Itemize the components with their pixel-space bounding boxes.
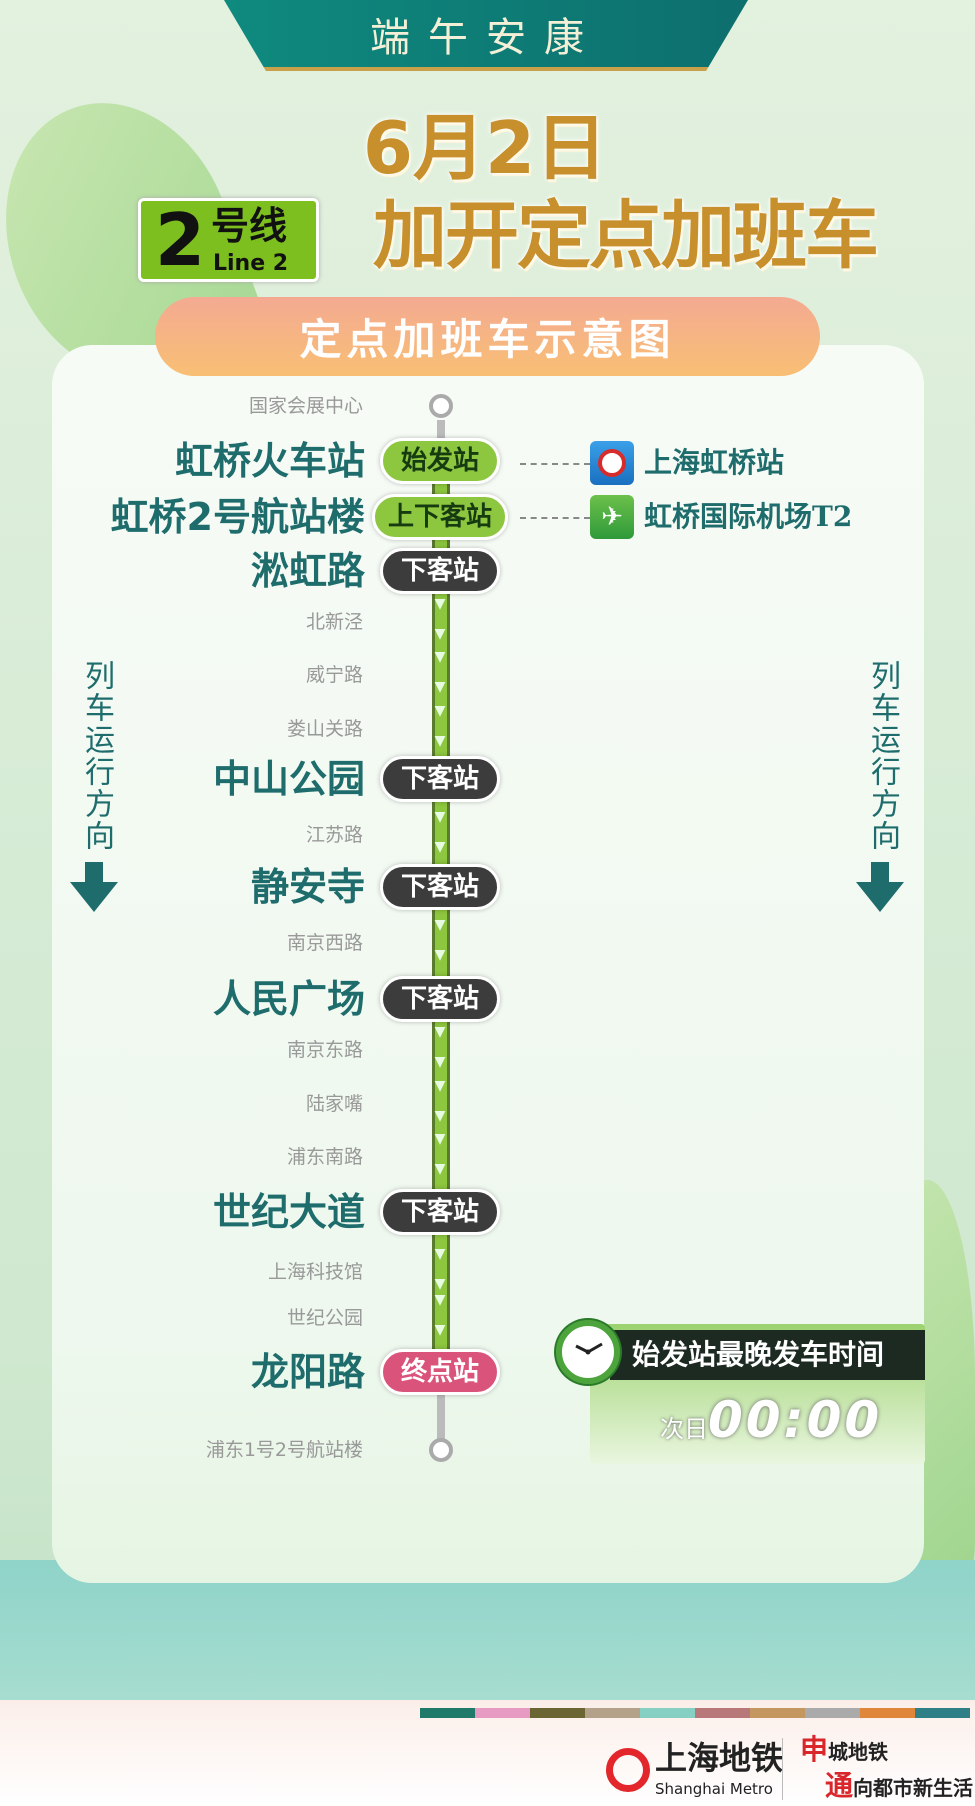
station-tag-drop: 下客站 xyxy=(380,976,500,1022)
direction-label: 列车运行方向 xyxy=(865,660,900,852)
transfer-connector xyxy=(520,517,590,519)
line-color-stripe xyxy=(805,1708,860,1718)
station-name: 世纪公园 xyxy=(286,1307,363,1329)
direction-chevron-icon: ▼ xyxy=(434,1054,446,1070)
line-color-stripe xyxy=(640,1708,695,1718)
transfer-connector xyxy=(520,463,590,465)
station-name: 静安寺 xyxy=(250,865,365,909)
station-name: 浦东南路 xyxy=(286,1146,363,1168)
slogan-mark: 通 xyxy=(825,1769,854,1802)
direction-chevron-icon: ▼ xyxy=(434,679,446,695)
down-arrow-icon xyxy=(70,882,118,912)
next-day-label: 次日 xyxy=(660,1415,708,1443)
direction-chevron-icon: ▼ xyxy=(434,1024,446,1040)
slogan-line-1: 申城地铁 xyxy=(800,1734,888,1768)
direction-chevron-icon: ▼ xyxy=(434,1246,446,1262)
line-color-stripe xyxy=(915,1708,970,1718)
last-departure-label: 始发站最晚发车时间 xyxy=(610,1330,925,1380)
direction-chevron-icon: ▼ xyxy=(434,1078,446,1094)
station-name: 娄山关路 xyxy=(286,718,363,740)
transfer-name: 上海虹桥站 xyxy=(644,446,785,479)
direction-chevron-icon: ▼ xyxy=(434,1292,446,1308)
station-name: 上海科技馆 xyxy=(267,1261,363,1283)
clock-icon xyxy=(556,1320,620,1384)
line-en: Line 2 xyxy=(213,251,289,276)
direction-chevron-icon: ▼ xyxy=(434,703,446,719)
station-name: 威宁路 xyxy=(305,664,363,686)
track-stub-bottom xyxy=(437,1390,445,1440)
station-name: 浦东1号2号航站楼 xyxy=(205,1439,363,1461)
terminal-marker xyxy=(429,1438,453,1462)
direction-chevron-icon: ▼ xyxy=(434,1131,446,1147)
direction-indicator-right: 列车运行方向 xyxy=(856,660,904,912)
station-name: 江苏路 xyxy=(305,824,363,846)
station-tag-drop: 下客站 xyxy=(380,548,500,594)
terminal-marker xyxy=(429,394,453,418)
station-name: 国家会展中心 xyxy=(248,395,363,417)
direction-chevron-icon: ▼ xyxy=(434,809,446,825)
direction-chevron-icon: ▼ xyxy=(434,917,446,933)
line-badge: 2 号线 Line 2 xyxy=(138,198,319,282)
logo-cn: 上海地铁 xyxy=(655,1739,784,1777)
direction-chevron-icon: ▼ xyxy=(434,1322,446,1338)
station-name: 淞虹路 xyxy=(250,549,365,593)
direction-chevron-icon: ▼ xyxy=(434,626,446,642)
line-number: 2 xyxy=(155,198,206,282)
direction-label: 列车运行方向 xyxy=(79,660,114,852)
line-color-stripe xyxy=(475,1708,530,1718)
down-arrow-icon xyxy=(856,882,904,912)
station-name: 世纪大道 xyxy=(212,1190,365,1234)
station-name: 中山公园 xyxy=(212,757,365,801)
line-color-stripe xyxy=(530,1708,585,1718)
direction-chevron-icon: ▼ xyxy=(434,1276,446,1292)
station-tag-start: 始发站 xyxy=(380,438,500,484)
line-color-stripe xyxy=(585,1708,640,1718)
station-name: 北新泾 xyxy=(305,611,363,633)
time-value: 00:00 xyxy=(708,1391,883,1449)
line-color-stripe xyxy=(420,1708,475,1718)
event-date: 6月2日 xyxy=(362,106,608,190)
last-departure-time: 次日00:00 xyxy=(660,1390,882,1462)
slogan-line-2: 通向都市新生活 xyxy=(825,1770,973,1804)
station-tag-drop: 下客站 xyxy=(380,864,500,910)
station-name: 人民广场 xyxy=(212,977,365,1021)
direction-chevron-icon: ▼ xyxy=(434,839,446,855)
station-tag-drop: 下客站 xyxy=(380,1189,500,1235)
logo-en: Shanghai Metro xyxy=(655,1780,773,1798)
station-tag-drop: 下客站 xyxy=(380,756,500,802)
station-name: 虹桥火车站 xyxy=(174,439,365,483)
line-cn: 号线 xyxy=(211,204,288,248)
direction-chevron-icon: ▼ xyxy=(434,733,446,749)
slogan-mark: 申 xyxy=(800,1733,829,1766)
railway-icon xyxy=(590,441,634,485)
station-name: 陆家嘴 xyxy=(305,1093,363,1115)
line-color-stripe xyxy=(695,1708,750,1718)
line-color-stripe xyxy=(860,1708,915,1718)
transfer-name: 虹桥国际机场T2 xyxy=(644,500,853,533)
slogan-text: 向都市新生活 xyxy=(853,1776,974,1800)
direction-chevron-icon: ▼ xyxy=(434,947,446,963)
down-arrow-icon xyxy=(85,862,103,882)
station-name: 虹桥2号航站楼 xyxy=(110,495,365,539)
direction-chevron-icon: ▼ xyxy=(434,649,446,665)
diagram-title: 定点加班车示意图 xyxy=(155,297,820,376)
station-name: 龙阳路 xyxy=(250,1350,365,1394)
direction-chevron-icon: ▼ xyxy=(434,596,446,612)
station-name: 南京西路 xyxy=(286,932,363,954)
direction-chevron-icon: ▼ xyxy=(434,1161,446,1177)
slogan-text: 城地铁 xyxy=(828,1740,889,1764)
down-arrow-icon xyxy=(871,862,889,882)
station-tag-end: 终点站 xyxy=(380,1349,500,1395)
direction-indicator-left: 列车运行方向 xyxy=(70,660,118,912)
airplane-icon: ✈ xyxy=(590,495,634,539)
festival-banner: 端午安康 xyxy=(224,0,748,71)
shanghai-metro-logo xyxy=(606,1748,650,1792)
line-track xyxy=(432,470,450,1390)
line-color-stripe xyxy=(750,1708,805,1718)
headline: 加开定点加班车 xyxy=(373,193,879,279)
footer-divider xyxy=(782,1738,783,1800)
station-tag-start: 上下客站 xyxy=(372,494,508,540)
station-name: 南京东路 xyxy=(286,1039,363,1061)
direction-chevron-icon: ▼ xyxy=(434,1108,446,1124)
